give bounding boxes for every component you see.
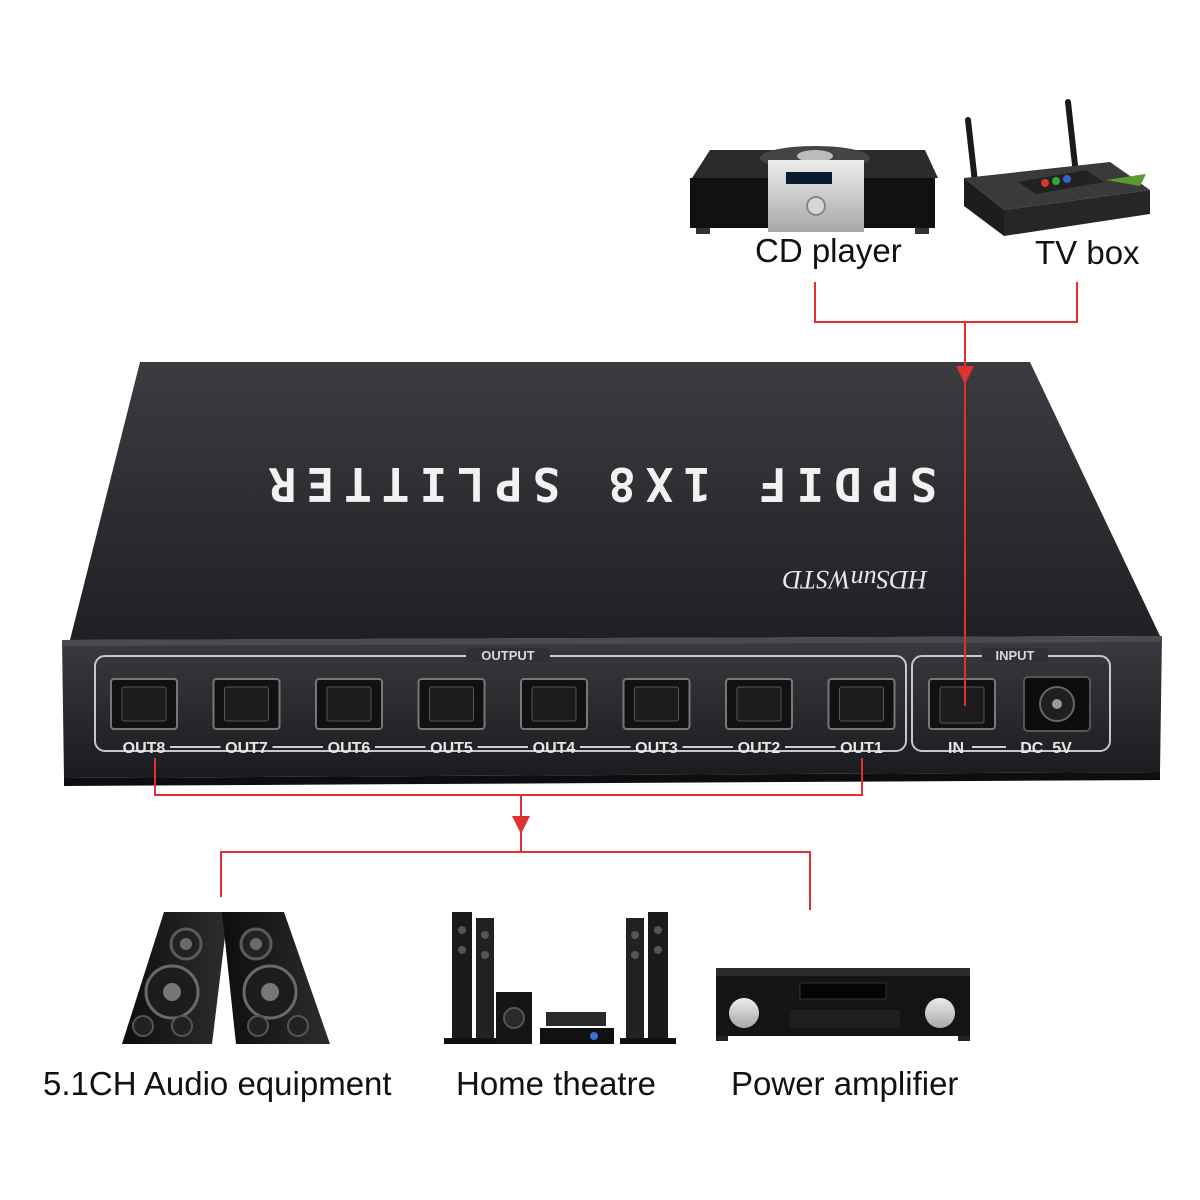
output-port-label: OUT3 bbox=[635, 740, 678, 757]
input-group-label: INPUT bbox=[996, 648, 1035, 663]
brand-logo: HDSunWSTD bbox=[783, 565, 929, 594]
cd-player-icon bbox=[690, 146, 938, 234]
power-amplifier-label: Power amplifier bbox=[731, 1065, 959, 1102]
output-port-label: OUT2 bbox=[738, 740, 781, 757]
dc-power-jack bbox=[1023, 676, 1091, 732]
output-ports: OUT8 OUT7 OUT6 OUT5 OUT4 OUT3 OUT2 OUT1 bbox=[110, 678, 896, 757]
tv-box-icon bbox=[964, 99, 1150, 236]
power-label: DC 5V bbox=[1020, 740, 1072, 757]
output-port-out2 bbox=[725, 678, 793, 730]
splitter-device bbox=[62, 362, 1162, 786]
audio-equipment-label: 5.1CH Audio equipment bbox=[43, 1065, 392, 1102]
output-port-label: OUT7 bbox=[225, 740, 268, 757]
output-port-out5 bbox=[417, 678, 486, 730]
input-port bbox=[928, 678, 996, 730]
home-theatre-label: Home theatre bbox=[456, 1065, 656, 1102]
tv-box-label: TV box bbox=[1035, 234, 1140, 271]
input-arrow-icon bbox=[956, 366, 974, 384]
home-theatre-icon bbox=[444, 912, 676, 1044]
output-arrow-icon bbox=[512, 816, 530, 834]
splitter-title: SPDIF 1X8 SPLITTER bbox=[259, 457, 938, 511]
power-amplifier-icon bbox=[716, 968, 970, 1041]
output-port-out7 bbox=[212, 678, 281, 730]
output-port-label: OUT5 bbox=[430, 740, 473, 757]
speakers-icon bbox=[122, 912, 330, 1044]
output-port-out1 bbox=[827, 678, 896, 730]
output-port-out3 bbox=[622, 678, 691, 730]
input-port-label: IN bbox=[948, 740, 964, 757]
cd-player-label: CD player bbox=[755, 232, 902, 269]
output-port-label: OUT4 bbox=[533, 740, 576, 757]
output-port-label: OUT1 bbox=[840, 740, 883, 757]
output-port-out6 bbox=[315, 678, 383, 730]
output-port-out4 bbox=[520, 678, 588, 730]
output-group-label: OUTPUT bbox=[481, 648, 535, 663]
output-port-out8 bbox=[110, 678, 178, 730]
output-port-label: OUT8 bbox=[123, 740, 166, 757]
output-port-label: OUT6 bbox=[328, 740, 371, 757]
